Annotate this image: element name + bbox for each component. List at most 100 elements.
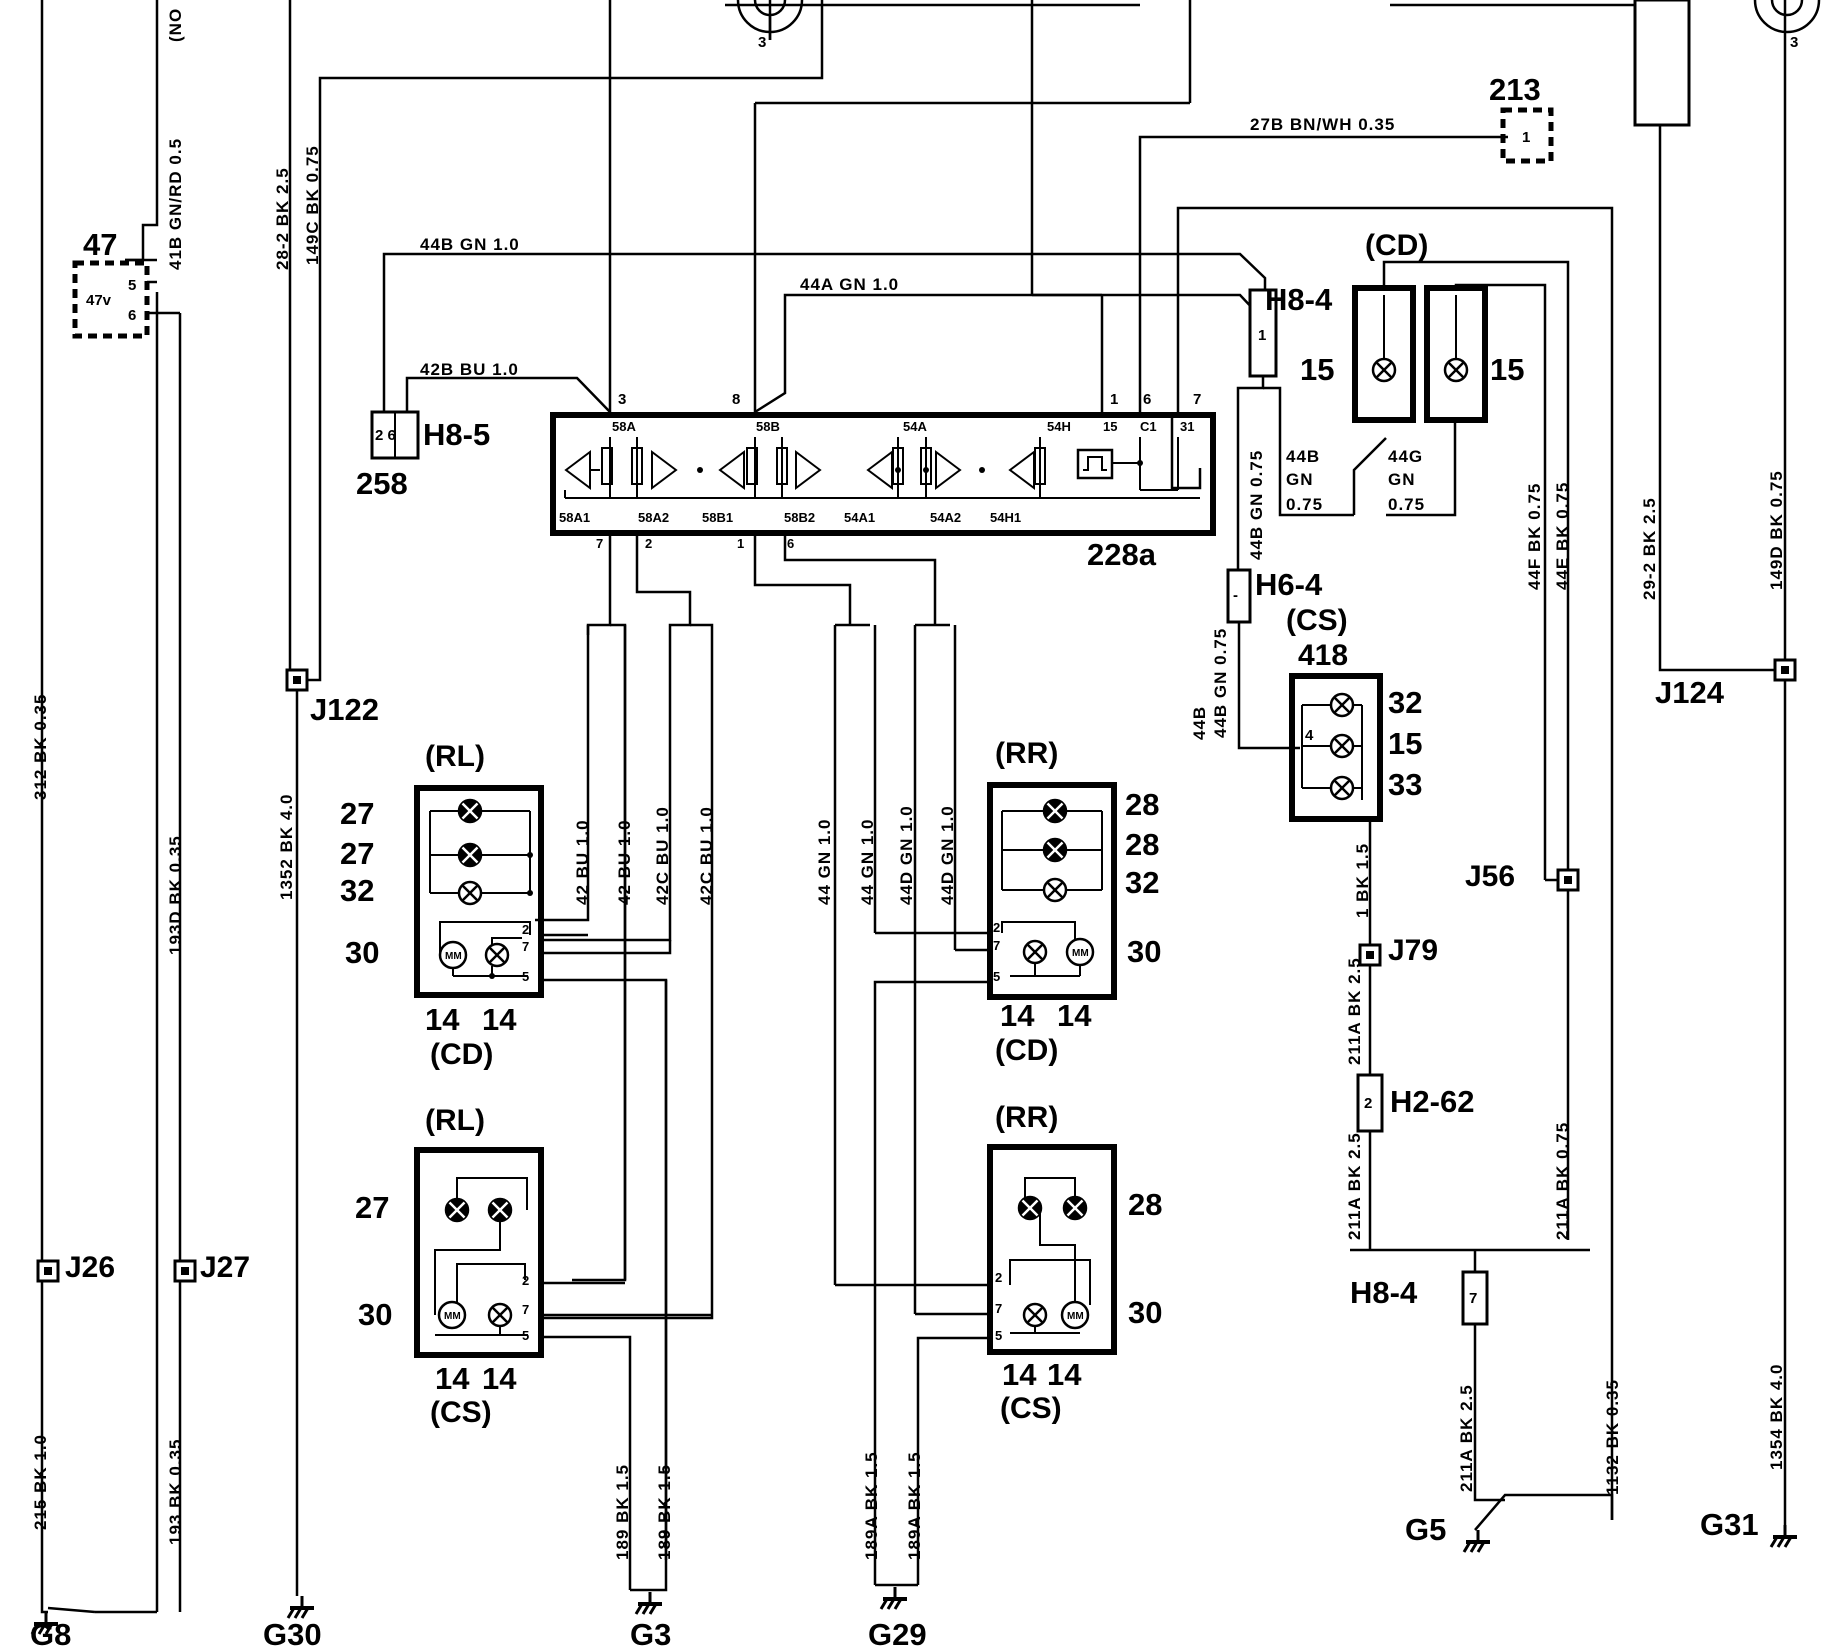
svg-text:3: 3 — [758, 34, 766, 51]
wire-29-2: 29-2 BK 2.5 — [1640, 497, 1659, 600]
lamp-rl-cs-p5: 5 — [522, 1328, 529, 1343]
wire-1354: 1354 BK 4.0 — [1767, 1364, 1786, 1470]
connector-h6-4-pin: - — [1233, 587, 1238, 604]
connector-258-label: 258 — [356, 466, 408, 501]
wire-193d-label: 193D BK 0.35 — [166, 835, 185, 955]
wire-44b-gn075-v2: 44B GN 0.75 — [1211, 628, 1230, 738]
lamp-cd-top-n1: 15 — [1300, 352, 1334, 387]
connector-h2-62 — [1356, 1073, 1384, 1133]
wire-149c-label: 149C BK 0.75 — [303, 145, 322, 265]
svg-text:3: 3 — [1790, 34, 1798, 51]
wire-312-label: 312 BK 0.35 — [31, 694, 50, 800]
module-15: 15 — [1103, 419, 1117, 434]
wire-44b-top-label: 44B GN 1.0 — [420, 235, 520, 254]
lamp-rr-cd-p2: 2 — [993, 920, 1000, 935]
wire-189a-b-label: 189A BK 1.5 — [905, 1451, 924, 1560]
module-pin-3: 3 — [618, 391, 626, 408]
ground-g29-symbol — [879, 1585, 909, 1611]
lamp-rl-cd-n1: 27 — [340, 796, 374, 831]
module-c1: C1 — [1140, 419, 1157, 434]
lamp-rl-cd-p5: 5 — [522, 969, 529, 984]
connector-h8-4-bot-pin: 7 — [1469, 1290, 1477, 1307]
lamp-rl-cd-n2: 27 — [340, 836, 374, 871]
lamp-rl-cd-b2: 14 — [482, 1002, 517, 1037]
lamp-rl-cs-n1: 27 — [355, 1190, 389, 1225]
lamp-rr-cd-b1: 14 — [1000, 998, 1035, 1033]
ground-g30-label: G30 — [263, 1617, 322, 1648]
connector-213-pin: 1 — [1522, 129, 1530, 146]
lamp-rr-cs-n1: 28 — [1128, 1187, 1162, 1222]
wire-44b-h: 44B — [1286, 447, 1320, 466]
wire-211a-r: 211A BK 0.75 — [1553, 1122, 1572, 1240]
lamp-cs-418-pin: 4 — [1305, 727, 1314, 744]
lamp-rr-cs-p2: 2 — [995, 1270, 1002, 1285]
wire-44e: 44E BK 0.75 — [1553, 482, 1572, 590]
lamp-rl-cs-box — [414, 1147, 544, 1358]
wire-211a-top: 211A BK 2.5 — [1345, 957, 1364, 1065]
lamp-rl-cd-p2: 2 — [522, 922, 529, 937]
wire-44gn-b-label: 44 GN 1.0 — [858, 819, 877, 906]
ground-g3-symbol — [634, 1590, 664, 1616]
lamp-rr-cs-n4: 30 — [1128, 1295, 1162, 1330]
wire-44b-size: 0.75 — [1286, 495, 1323, 514]
lamp-rr-cs-box — [987, 1144, 1117, 1355]
junction-j27-label: J27 — [200, 1251, 250, 1284]
lamp-rl-cd-b1: 14 — [425, 1002, 460, 1037]
top-right-block — [1633, 0, 1691, 127]
junction-j122-label: J122 — [310, 692, 379, 727]
module-54a: 54A — [903, 419, 927, 434]
ground-g29-label: G29 — [868, 1617, 927, 1648]
ground-g3-label: G3 — [630, 1617, 671, 1648]
wire-44d-a-label: 44D GN 1.0 — [897, 805, 916, 905]
top-ref-right: 3 — [1753, 0, 1821, 51]
wire-44g-gn: GN — [1388, 470, 1416, 489]
lamp-cd-top-n2: 15 — [1490, 352, 1524, 387]
module-58a2: 58A2 — [638, 510, 669, 525]
module-pin-1: 1 — [1110, 391, 1118, 408]
module-228a-label: 228a — [1087, 537, 1157, 572]
module-bpin-7: 7 — [596, 536, 603, 551]
connector-h2-62-pin: 2 — [1364, 1095, 1372, 1112]
ground-g8-label: G8 — [30, 1617, 71, 1648]
module-58b1: 58B1 — [702, 510, 733, 525]
lamp-rl-cs-type: (CS) — [430, 1396, 492, 1429]
wire-189-a-label: 189 BK 1.5 — [613, 1464, 632, 1560]
module-pin-6: 6 — [1143, 391, 1151, 408]
wire-211a-bot: 211A BK 2.5 — [1457, 1384, 1476, 1492]
module-54h: 54H — [1047, 419, 1071, 434]
module-58b: 58B — [756, 419, 780, 434]
module-bpin-1: 1 — [737, 536, 744, 551]
wire-41b-label: 41B GN/RD 0.5 — [166, 138, 185, 270]
wire-1352-label: 1352 BK 4.0 — [277, 794, 296, 900]
connector-h8-5-label: H8-5 — [423, 417, 490, 452]
wire-27b-label: 27B BN/WH 0.35 — [1250, 115, 1395, 134]
junction-j124 — [1773, 658, 1797, 682]
connector-h6-4-label: H6-4 — [1255, 567, 1323, 602]
lamp-rr-cs-loc: (RR) — [995, 1101, 1058, 1134]
wire-44b-gn075-v-label: 44B GN 0.75 — [1247, 450, 1266, 560]
ground-g31-label: G31 — [1700, 1507, 1759, 1542]
wire-189a-a-label: 189A BK 1.5 — [862, 1451, 881, 1560]
wire-1bk15: 1 BK 1.5 — [1353, 843, 1372, 918]
junction-j27 — [173, 1259, 197, 1283]
connector-258-pins: 2 6 — [375, 427, 396, 444]
connector-h6-4 — [1226, 568, 1252, 624]
lamp-cs-418-type: (CS) — [1286, 604, 1348, 637]
lamp-rl-cs-n4: 30 — [358, 1297, 392, 1332]
junction-j122 — [285, 668, 309, 692]
wire-44a-top-label: 44A GN 1.0 — [800, 275, 899, 294]
wire-211a-mid: 211A BK 2.5 — [1345, 1132, 1364, 1240]
wire-42b-top-label: 42B BU 1.0 — [420, 360, 519, 379]
wire-44b-gn: GN — [1286, 470, 1314, 489]
module-pin-7: 7 — [1193, 391, 1201, 408]
lamp-rr-cd-n4: 30 — [1127, 934, 1161, 969]
module-54h1: 54H1 — [990, 510, 1021, 525]
lamp-rr-cs-b2: 14 — [1047, 1357, 1082, 1392]
connector-h8-4-top-label: H8-4 — [1265, 282, 1333, 317]
module-58a: 58A — [612, 419, 636, 434]
lamp-rr-cd-box — [987, 782, 1117, 1000]
lamp-rr-cd-type: (CD) — [995, 1034, 1058, 1067]
lamp-cs-418-box — [1289, 673, 1383, 822]
lamp-rr-cs-b1: 14 — [1002, 1357, 1037, 1392]
